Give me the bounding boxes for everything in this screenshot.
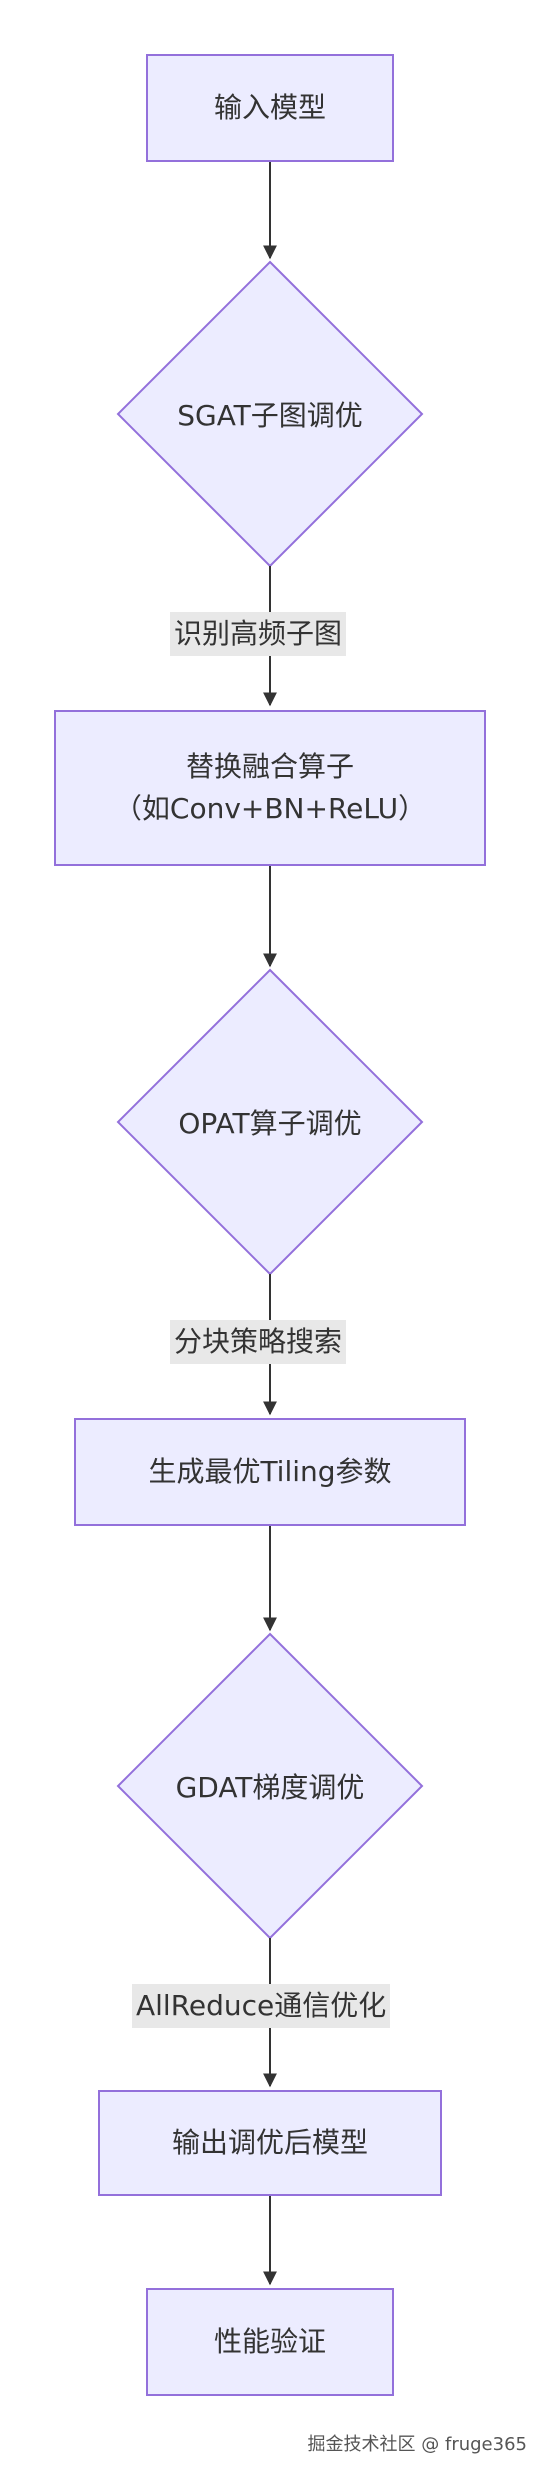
node-input-model: 输入模型 <box>146 54 394 162</box>
node-replace-fused-op-line2: （如Conv+BN+ReLU） <box>113 792 427 825</box>
node-output-model: 输出调优后模型 <box>98 2090 442 2196</box>
node-generate-tiling: 生成最优Tiling参数 <box>74 1418 466 1526</box>
node-input-model-label: 输入模型 <box>213 91 326 124</box>
node-replace-fused-op-line1: 替换融合算子 <box>185 750 354 783</box>
node-replace-fused-op: 替换融合算子 （如Conv+BN+ReLU） <box>54 710 486 866</box>
node-perf-validation: 性能验证 <box>146 2288 394 2396</box>
opat-decision-label: OPAT算子调优 <box>178 1107 362 1140</box>
edge-label-identify-subgraphs: 识别高频子图 <box>170 612 347 657</box>
edge-label-block-strategy-search: 分块策略搜索 <box>170 1320 347 1365</box>
watermark: 掘金技术社区 @ fruge365 <box>307 2434 527 2455</box>
edge-label-allreduce-optimization: AllReduce通信优化 <box>132 1984 391 2029</box>
node-output-model-label: 输出调优后模型 <box>171 2126 368 2159</box>
node-generate-tiling-label: 生成最优Tiling参数 <box>148 1455 392 1488</box>
sgat-decision-label: SGAT子图调优 <box>177 399 363 432</box>
node-perf-validation-label: 性能验证 <box>213 2325 326 2358</box>
gdat-decision-label: GDAT梯度调优 <box>175 1771 365 1804</box>
